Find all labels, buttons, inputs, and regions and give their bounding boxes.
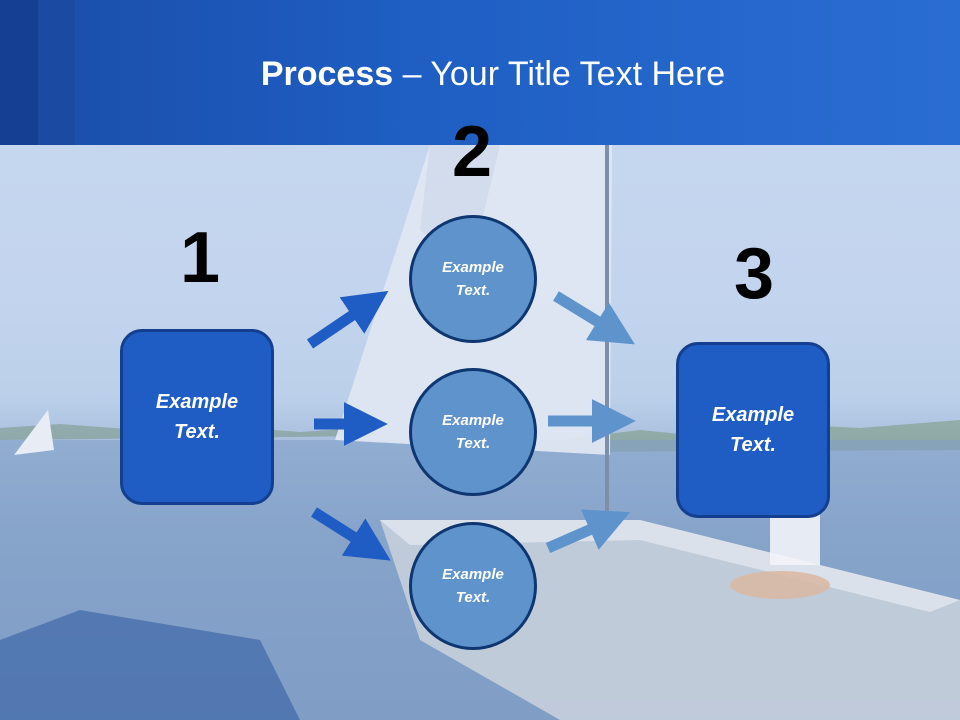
circle-label-line1: Example: [442, 259, 504, 276]
step-number-3[interactable]: 3: [733, 234, 775, 314]
box-label-line1: Example: [711, 404, 795, 426]
circle-label-line2: Text.: [455, 282, 491, 299]
box-label-line2: Text.: [730, 434, 776, 456]
circle-label-line2: Text.: [455, 589, 491, 606]
arrow-1-to-top: [306, 290, 389, 349]
step-2-circle-middle[interactable]: Example Text.: [409, 368, 537, 496]
arrow-bottom-to-3: [545, 509, 631, 554]
header-accent-strip: [38, 0, 75, 145]
header-accent-strip: [0, 0, 38, 145]
circle-label-line2: Text.: [455, 435, 491, 452]
box-label-line2: Text.: [174, 421, 220, 443]
step-1-box[interactable]: Example Text.: [120, 329, 274, 505]
step-2-circle-bottom[interactable]: Example Text.: [409, 522, 537, 650]
slide-title[interactable]: Process – Your Title Text Here: [0, 52, 960, 96]
step-2-circle-top[interactable]: Example Text.: [409, 215, 537, 343]
circle-label-line1: Example: [442, 412, 504, 429]
title-rest-text: – Your Title Text Here: [393, 55, 726, 93]
step-3-box[interactable]: Example Text.: [676, 342, 830, 518]
arrow-1-to-bottom: [311, 507, 391, 561]
arrow-top-to-3: [553, 291, 635, 345]
circle-label-line1: Example: [442, 566, 504, 583]
title-bold-text: Process: [260, 55, 394, 93]
title-bar: Process – Your Title Text Here: [0, 0, 960, 145]
box-label-line1: Example: [155, 391, 239, 413]
step-number-2[interactable]: 2: [451, 112, 493, 192]
step-number-1[interactable]: 1: [179, 218, 221, 298]
